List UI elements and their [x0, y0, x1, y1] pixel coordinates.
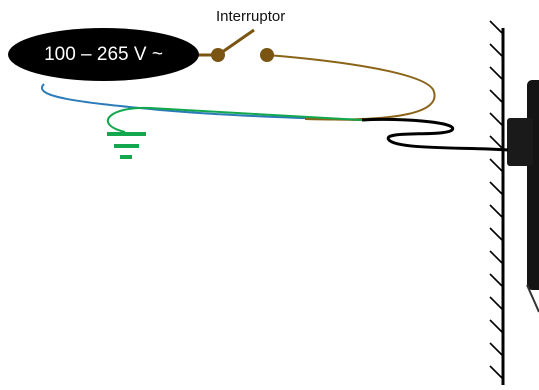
switch-label: Interruptor: [216, 8, 286, 25]
power-supply-label: 100 – 265 V ~: [44, 43, 163, 65]
phase-wire: [266, 54, 436, 121]
wall-hatch: [489, 20, 505, 385]
device-cable: [361, 117, 509, 152]
neutral-wire: [41, 83, 363, 121]
power-supply-badge: [8, 28, 199, 81]
switch-icon: [198, 28, 274, 62]
device-body: [507, 80, 539, 313]
ground-wire: [107, 106, 363, 133]
ground-symbol-icon: [107, 132, 146, 159]
